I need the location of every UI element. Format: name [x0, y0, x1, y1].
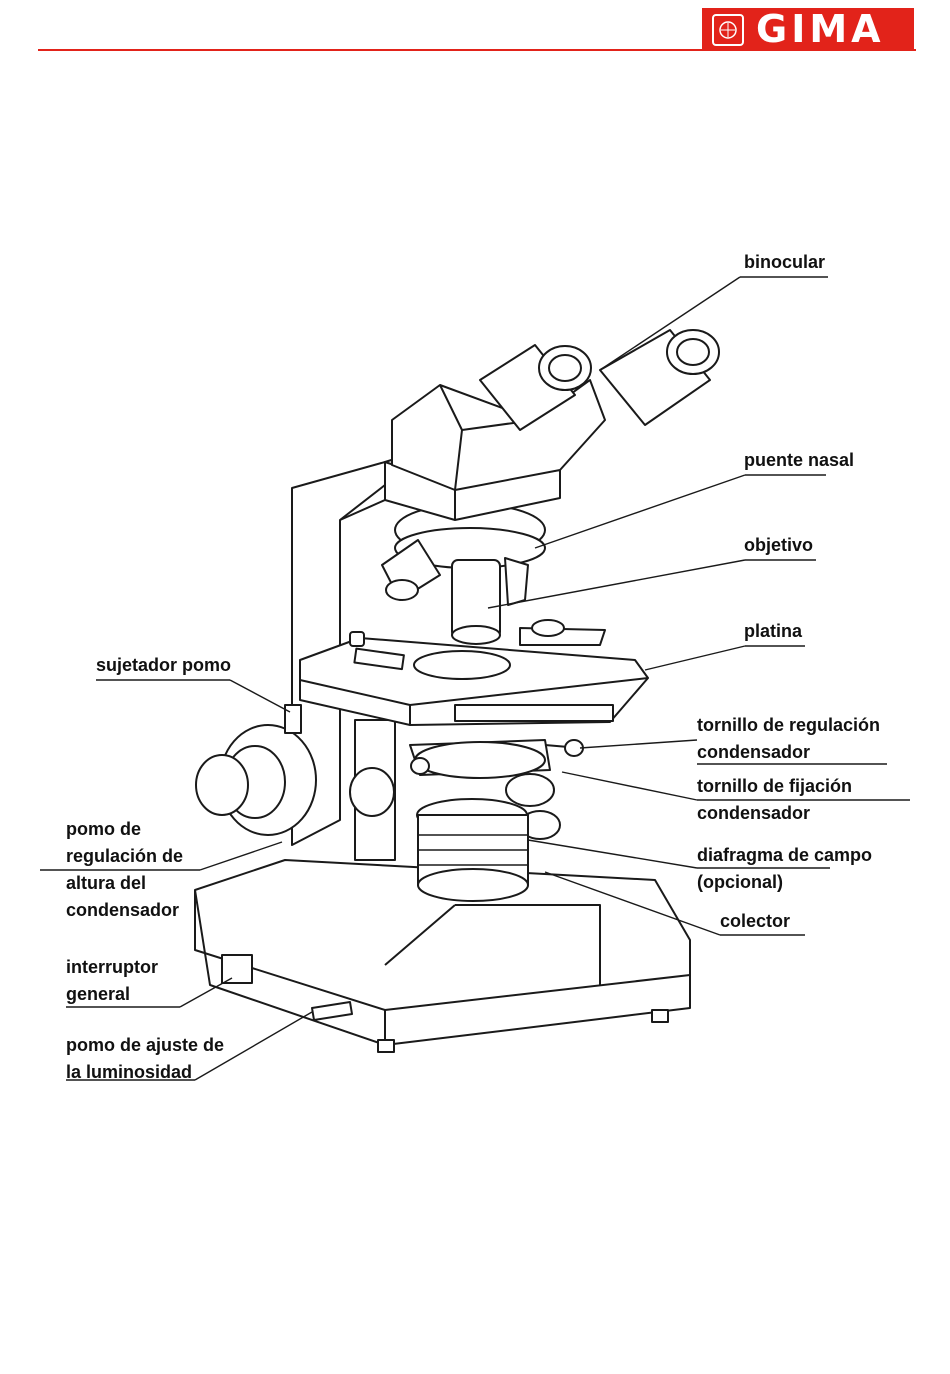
label-diafragma: diafragma de campo (opcional) [697, 842, 872, 896]
condenser-screw [506, 774, 554, 806]
leader-line [535, 475, 745, 548]
label-binocular: binocular [744, 249, 825, 276]
label-tornillo-regulacion: tornillo de regulación condensador [697, 712, 880, 766]
label-pomo-regulacion: pomo de regulación de altura del condens… [66, 816, 183, 924]
leader-line [528, 840, 697, 868]
slide-holder [455, 705, 613, 721]
base-foot [652, 1010, 668, 1022]
label-puente-nasal: puente nasal [744, 447, 854, 474]
focus-knob [350, 768, 394, 816]
label-pomo-ajuste: pomo de ajuste de la luminosidad [66, 1032, 224, 1086]
leader-line [580, 740, 697, 748]
objective-lens [505, 558, 528, 605]
knob-holder [285, 705, 301, 733]
label-interruptor: interruptor general [66, 954, 158, 1008]
base-foot [378, 1040, 394, 1052]
leader-line [645, 646, 745, 670]
label-sujetador-pomo: sujetador pomo [96, 652, 231, 679]
leader-line [180, 978, 232, 1007]
leader-line [562, 772, 697, 800]
label-objetivo: objetivo [744, 532, 813, 559]
power-switch [222, 955, 252, 983]
label-platina: platina [744, 618, 802, 645]
leader-line [230, 680, 290, 712]
fine-focus-knob [196, 755, 248, 815]
label-colector: colector [720, 908, 790, 935]
label-tornillo-fijacion: tornillo de fijación condensador [697, 773, 852, 827]
